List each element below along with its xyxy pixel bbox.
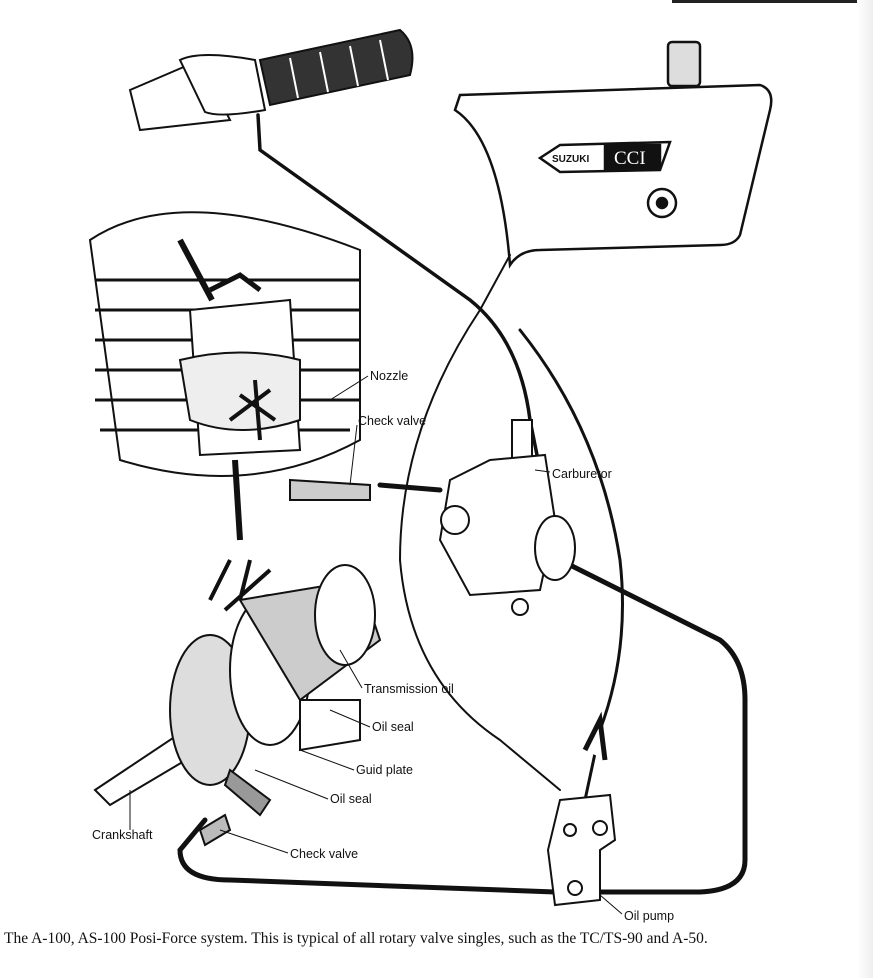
oil-tank: SUZUKI CCI bbox=[453, 40, 773, 269]
label-nozzle: Nozzle bbox=[370, 369, 408, 383]
leader-lines bbox=[129, 375, 623, 915]
label-transmission-oil: Transmission oil bbox=[364, 682, 454, 696]
posi-force-oil-system-diagram: SUZUKI CCI bbox=[88, 28, 773, 923]
label-guid-plate: Guid plate bbox=[356, 763, 413, 777]
label-check-valve-bottom: Check valve bbox=[290, 847, 358, 861]
throttle-grip bbox=[128, 28, 414, 132]
label-crankshaft: Crankshaft bbox=[92, 828, 153, 842]
page-edge-shadow bbox=[857, 0, 873, 978]
top-rule bbox=[672, 0, 873, 3]
carburetor bbox=[438, 419, 576, 616]
oil-lines-and-cables bbox=[177, 113, 748, 895]
crankshaft-assembly bbox=[93, 559, 382, 847]
tank-logo-brand: SUZUKI bbox=[552, 154, 589, 165]
label-check-valve-top: Check valve bbox=[358, 414, 426, 428]
label-carburetor: Carburetor bbox=[552, 467, 612, 481]
label-oil-pump: Oil pump bbox=[624, 909, 674, 923]
oil-pump bbox=[546, 711, 617, 907]
label-oil-seal-1: Oil seal bbox=[372, 720, 414, 734]
cylinder-head-and-piston bbox=[88, 211, 371, 541]
tank-logo-model: CCI bbox=[614, 148, 646, 169]
label-oil-seal-2: Oil seal bbox=[330, 792, 372, 806]
figure-caption: The A-100, AS-100 Posi-Force system. Thi… bbox=[4, 930, 708, 947]
